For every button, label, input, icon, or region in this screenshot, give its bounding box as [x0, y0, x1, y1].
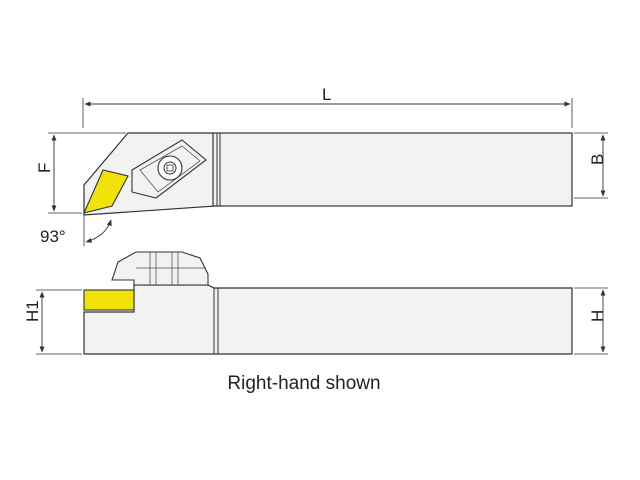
label-b: B — [588, 154, 607, 165]
dimension-f: F — [35, 132, 126, 214]
top-view-shank — [212, 132, 573, 207]
dimension-l: L — [82, 85, 573, 128]
dimension-angle: 93° — [40, 215, 112, 246]
label-h1: H1 — [23, 300, 42, 322]
caption: Right-hand shown — [227, 373, 380, 394]
dimension-h: H — [574, 287, 608, 355]
side-view-clamp — [111, 251, 209, 286]
side-view — [83, 251, 573, 355]
side-view-insert — [83, 289, 135, 311]
label-angle: 93° — [40, 227, 66, 246]
top-view — [83, 132, 573, 216]
label-l: L — [322, 85, 331, 104]
label-f: F — [35, 163, 54, 173]
top-view-insert — [83, 169, 129, 214]
dimension-b: B — [574, 132, 608, 199]
side-view-body — [83, 284, 573, 355]
label-h: H — [588, 310, 607, 322]
clamp-screw-icon — [157, 155, 183, 181]
dimension-h1: H1 — [23, 289, 82, 355]
